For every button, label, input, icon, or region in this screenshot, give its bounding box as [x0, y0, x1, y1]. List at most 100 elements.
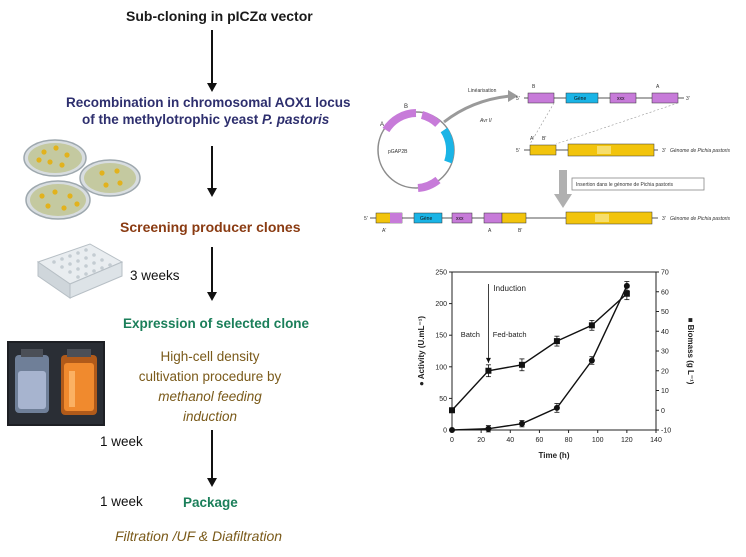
y-left-tick-label: 100 — [435, 364, 447, 371]
data-point-circle — [553, 404, 560, 411]
series-line-2 — [451, 293, 628, 411]
data-point-square — [485, 367, 492, 374]
y-right-tick-label: 40 — [661, 329, 669, 336]
insertion-label: Insertion dans le génome de Pichia pasto… — [576, 182, 674, 188]
svg-text:B: B — [532, 84, 536, 90]
flow-arrow-4 — [211, 430, 213, 480]
x-tick-label: 40 — [506, 437, 514, 444]
cultivation-line2: cultivation procedure by — [138, 369, 282, 384]
data-point-circle — [449, 427, 455, 433]
step-recombination-line1: Recombination in chromosomal AOX1 locus — [66, 95, 351, 110]
svg-text:B': B' — [518, 228, 522, 234]
petri-dish-3 — [25, 180, 91, 220]
plasmid-diagram: pGAP2B A B — [377, 104, 455, 192]
svg-text:5': 5' — [364, 216, 368, 222]
svg-text:3': 3' — [686, 96, 690, 102]
duration-screening: 3 weeks — [130, 268, 180, 283]
recombined-row: 5' Gène xxx A' A B' 3' Génome de Pichia … — [364, 211, 731, 234]
avr-label: Avr II — [479, 118, 492, 124]
cultivation-line3: methanol feeding — [158, 389, 262, 404]
step-recombination-line2: of the methylotrophic yeast P. pastoris — [82, 112, 330, 127]
flow-arrowhead-3 — [207, 292, 217, 301]
filtration-text: Filtration /UF & Diafiltration — [115, 528, 283, 544]
step-recombination: Recombination in chromosomal AOX1 locus … — [66, 94, 351, 128]
plasmid-site-a: A — [380, 122, 384, 128]
bioreactor-photo — [7, 341, 105, 426]
data-point-circle — [518, 420, 525, 427]
flow-arrowhead-1 — [207, 83, 217, 92]
flow-arrowhead-2 — [207, 188, 217, 197]
flow-arrow-1 — [211, 30, 213, 85]
x-tick-label: 20 — [477, 437, 485, 444]
y-right-tick-label: 20 — [661, 368, 669, 375]
x-tick-label: 140 — [650, 437, 662, 444]
svg-text:Génome de Pichia pastoris: Génome de Pichia pastoris — [670, 216, 731, 222]
flow-arrowhead-4 — [207, 478, 217, 487]
cultivation-description: High-cell density cultivation procedure … — [110, 347, 310, 427]
step-package: Package — [183, 495, 238, 510]
petri-dish-1 — [23, 139, 87, 177]
insertion-label-box — [571, 177, 705, 191]
data-point-square — [623, 290, 630, 297]
x-tick-label: 60 — [536, 437, 544, 444]
data-point-square — [588, 322, 595, 329]
step-expression: Expression of selected clone — [123, 316, 310, 331]
induction-label: Induction — [493, 284, 525, 293]
svg-text:3': 3' — [662, 148, 666, 154]
svg-text:xxx: xxx — [617, 96, 625, 102]
svg-text:xxx: xxx — [456, 216, 464, 222]
y-right-tick-label: 70 — [661, 270, 669, 277]
activity-biomass-chart: 0 20 40 60 80 100 120 140 0 50 100 150 200 250 -10 0 10 2… — [417, 270, 695, 461]
petri-dish-2 — [79, 159, 141, 197]
x-axis-label: Time (h) — [539, 451, 570, 460]
data-point-square — [518, 361, 525, 368]
y-right-tick-label: 60 — [661, 289, 669, 296]
x-tick-label: 100 — [592, 437, 604, 444]
batch-label: Batch — [461, 330, 480, 339]
x-tick-label: 120 — [621, 437, 633, 444]
duration-expression: 1 week — [100, 434, 143, 449]
svg-text:A': A' — [382, 228, 386, 234]
linearisation-arrowhead — [508, 90, 518, 102]
y-right-tick-label: 0 — [661, 408, 665, 415]
svg-text:Gène: Gène — [420, 216, 432, 222]
linearisation-arrow — [443, 94, 511, 124]
petri-dishes-image — [23, 139, 141, 220]
plasmid-label: pGAP2B — [388, 149, 408, 155]
multiwell-plate-image — [36, 243, 124, 299]
svg-text:A': A' — [530, 136, 534, 142]
svg-text:Génome de Pichia pastoris: Génome de Pichia pastoris — [670, 148, 731, 154]
x-tick-label: 0 — [450, 437, 454, 444]
y-left-tick-label: 200 — [435, 301, 447, 308]
y-left-tick-label: 0 — [443, 428, 447, 435]
plasmid-site-b: B — [404, 104, 408, 110]
cultivation-line4: induction — [182, 409, 238, 424]
linearisation-label: Linéarisation — [468, 88, 497, 94]
induction-arrowhead — [485, 357, 491, 363]
y-right-tick-label: 50 — [661, 309, 669, 316]
svg-text:5': 5' — [516, 96, 520, 102]
data-point-square — [553, 338, 560, 345]
svg-text:A: A — [488, 228, 492, 234]
y-right-tick-label: 10 — [661, 388, 669, 395]
svg-text:3': 3' — [662, 216, 666, 222]
svg-text:Gène: Gène — [574, 96, 586, 102]
data-point-square — [449, 407, 455, 414]
flow-arrow-3 — [211, 247, 213, 294]
y-right-tick-label: -10 — [661, 428, 671, 435]
data-point-circle — [588, 357, 595, 364]
y-left-tick-label: 50 — [439, 396, 447, 403]
insertion-schematic: pGAP2B A B Linéarisation Avr II 5' Gène … — [364, 84, 731, 234]
y-left-axis-label: ● Activity (U.mL⁻¹) — [417, 316, 426, 386]
x-tick-label: 80 — [565, 437, 573, 444]
step-subcloning: Sub-cloning in pICZα vector — [126, 8, 313, 24]
fedbatch-label: Fed-batch — [493, 330, 527, 339]
svg-text:A: A — [656, 84, 660, 90]
y-right-axis-label: ■ Biomass (g L⁻¹) — [686, 318, 695, 385]
svg-text:B': B' — [542, 136, 546, 142]
y-left-tick-label: 150 — [435, 333, 447, 340]
y-left-tick-label: 250 — [435, 270, 447, 277]
duration-package: 1 week — [100, 494, 143, 509]
flow-arrow-2 — [211, 146, 213, 190]
linear-construct: 5' Gène xxx 3' B A — [516, 84, 690, 104]
